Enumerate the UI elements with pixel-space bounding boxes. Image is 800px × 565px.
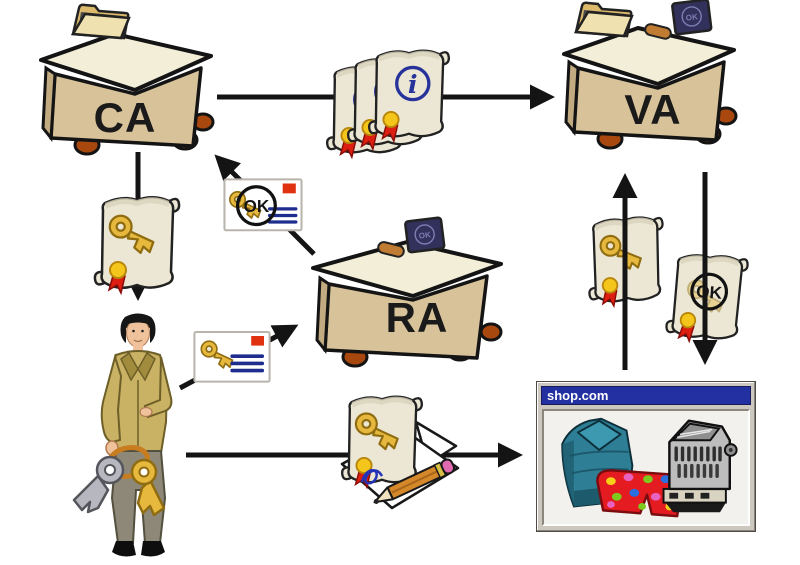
folder-icon — [70, 3, 131, 40]
cash-register-icon — [662, 419, 738, 513]
shop-titlebar: shop.com — [541, 386, 751, 405]
node-ra-desk: RA OK — [311, 216, 503, 368]
pencil-icon — [373, 458, 456, 504]
envelope-key-icon — [193, 331, 271, 383]
envelope-ok-icon: OK — [223, 178, 303, 232]
shop-content — [542, 409, 750, 526]
gold-key-icon — [130, 458, 166, 517]
ra-desk: RA OK — [311, 216, 503, 368]
shoe — [141, 541, 165, 557]
certificate-key-icon — [93, 195, 181, 295]
ra-desk-label: RA — [386, 294, 449, 341]
certificate-info-stack-icon — [323, 40, 455, 154]
shop-goods — [561, 417, 738, 518]
stamp-ok-symbol: OK — [418, 230, 431, 240]
certificate-key-icon — [340, 395, 424, 489]
ca-desk-label: CA — [94, 94, 157, 141]
stamp-ok-symbol: OK — [685, 12, 698, 22]
stamp-icon: OK — [644, 0, 713, 40]
certificate-key-icon — [584, 215, 668, 309]
user-figure — [72, 313, 173, 557]
shoe — [112, 541, 136, 557]
va-desk: VA OK — [562, 0, 738, 150]
ca-desk: CA — [39, 3, 215, 156]
signature-icon — [360, 469, 384, 485]
ok-symbol: OK — [244, 196, 270, 216]
person-icon — [72, 313, 173, 557]
shop-title: shop.com — [547, 388, 609, 403]
node-ca-desk: CA — [39, 3, 215, 156]
shop-window: shop.com — [536, 381, 756, 532]
certificate-ok-icon: OK — [664, 251, 750, 347]
stamp-icon: OK — [377, 216, 446, 258]
desk-foot — [479, 322, 503, 342]
silver-key-icon — [72, 455, 125, 514]
va-desk-label: VA — [624, 86, 681, 133]
signed-document-icon — [340, 395, 460, 510]
node-va-desk: VA OK — [562, 0, 738, 150]
ok-symbol: OK — [695, 281, 723, 303]
folder-icon — [573, 1, 634, 38]
